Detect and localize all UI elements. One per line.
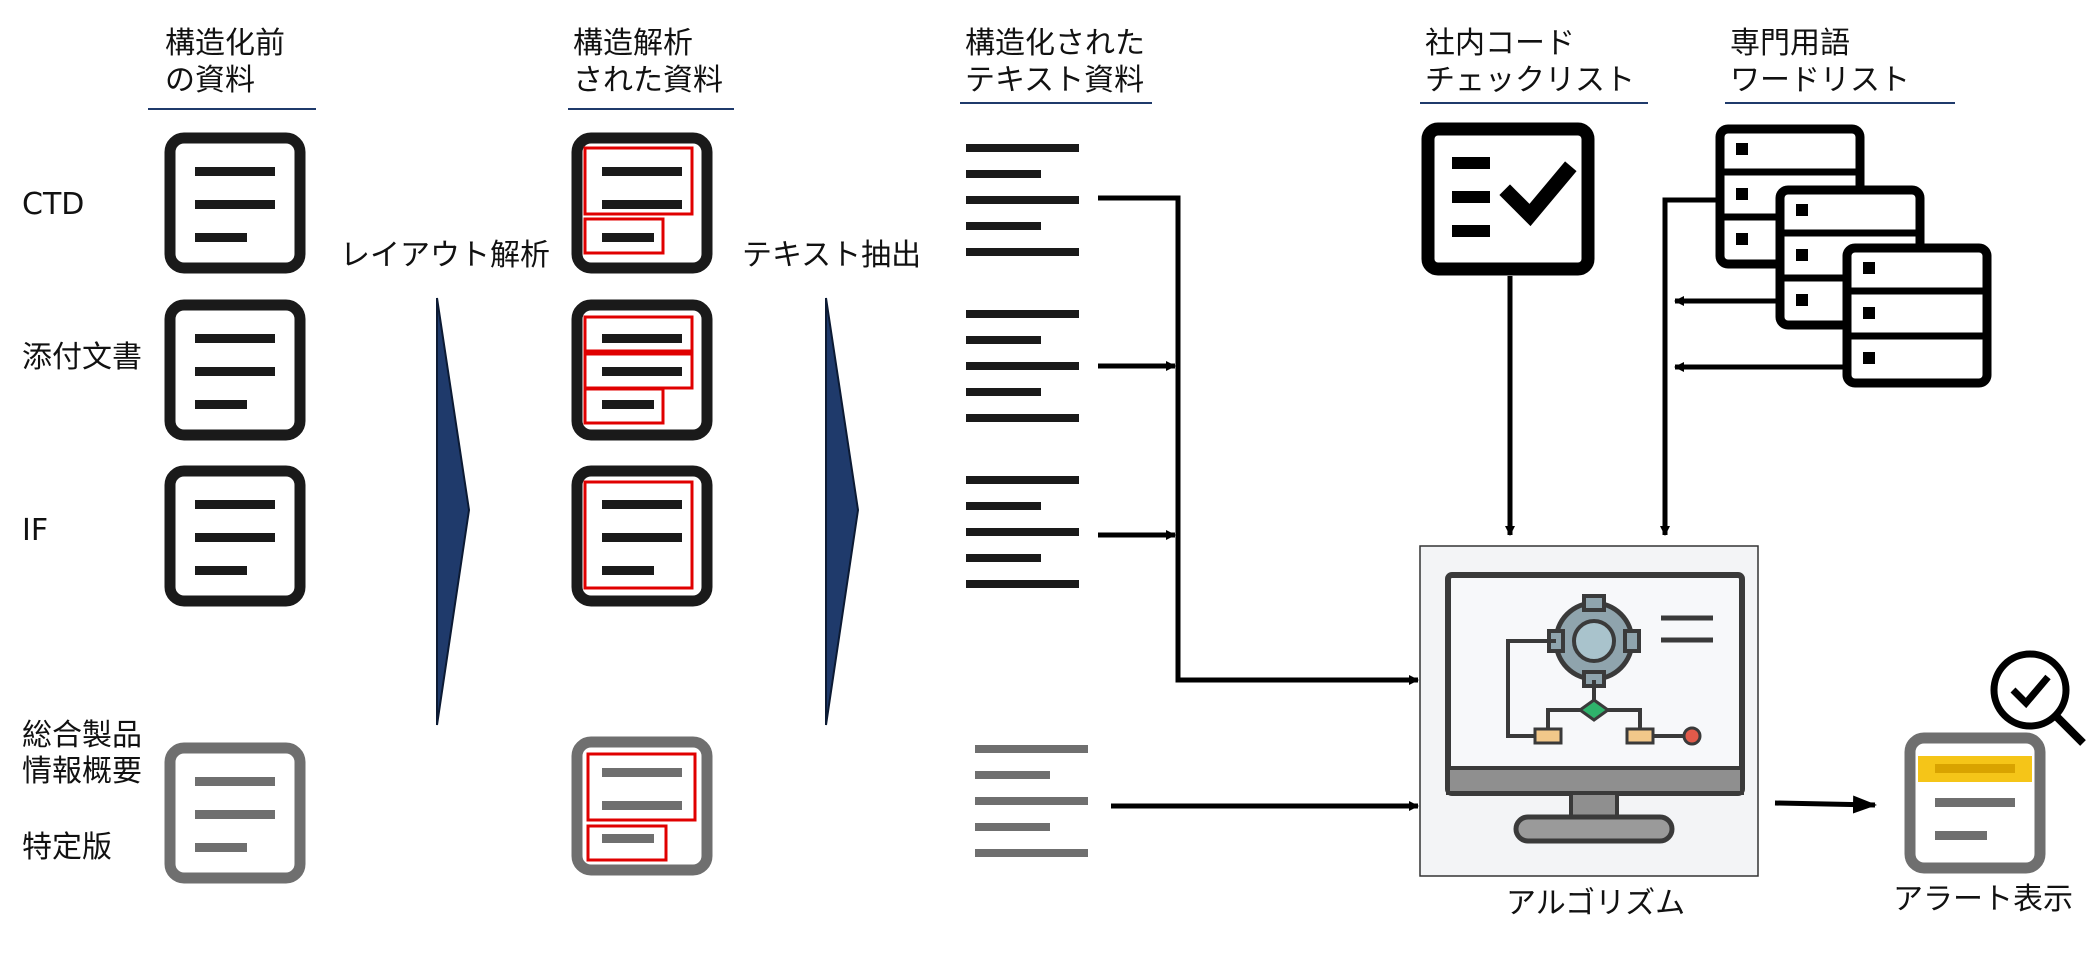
alert-label: アラート表示 bbox=[1893, 882, 2073, 917]
wordlist-stack-icon bbox=[1715, 124, 1992, 388]
step-arrow-layout bbox=[436, 297, 471, 726]
header-underline bbox=[1725, 102, 1955, 104]
text-lines-if bbox=[966, 476, 1079, 588]
row-label-special: 特定版 bbox=[22, 830, 112, 865]
analyzed-doc-summary bbox=[571, 736, 713, 876]
document-icon-if bbox=[164, 465, 306, 607]
analyzed-doc-ctd bbox=[571, 132, 713, 274]
header-structured-text: 構造化された テキスト資料 bbox=[965, 26, 1145, 98]
text-to-algorithm-connectors bbox=[1098, 195, 1419, 811]
header-code-checklist: 社内コード チェックリスト bbox=[1425, 26, 1635, 98]
header-underline bbox=[1420, 102, 1648, 104]
text-lines-attached bbox=[966, 310, 1079, 422]
algorithm-to-alert-arrow bbox=[1774, 795, 1877, 814]
wordlist-to-algorithm-arrows bbox=[1660, 197, 1847, 536]
row-label-if: IF bbox=[22, 513, 49, 548]
algorithm-monitor-icon bbox=[1419, 545, 1759, 877]
header-term-wordlist: 専門用語 ワードリスト bbox=[1730, 26, 1910, 98]
document-icon-summary bbox=[164, 742, 306, 884]
analyzed-doc-attached bbox=[571, 299, 713, 441]
text-lines-summary bbox=[975, 745, 1088, 857]
row-label-attached: 添付文書 bbox=[22, 340, 142, 375]
header-underline bbox=[148, 108, 316, 110]
header-structure-analyzed: 構造解析 された資料 bbox=[573, 26, 723, 98]
row-label-ctd: CTD bbox=[22, 187, 85, 222]
checklist-icon bbox=[1421, 122, 1595, 276]
header-underline bbox=[568, 108, 734, 110]
magnifier-check-icon bbox=[1990, 650, 2086, 746]
header-before-structuring: 構造化前 の資料 bbox=[165, 26, 285, 98]
alert-document-icon bbox=[1904, 732, 2046, 874]
step-layout-analysis: レイアウト解析 bbox=[340, 238, 550, 273]
document-icon-attached bbox=[164, 299, 306, 441]
step-text-extraction: テキスト抽出 bbox=[742, 238, 922, 273]
step-arrow-extract bbox=[825, 297, 860, 726]
algorithm-label: アルゴリズム bbox=[1506, 886, 1686, 921]
row-label-summary: 総合製品 情報概要 bbox=[22, 718, 142, 789]
header-underline bbox=[960, 102, 1152, 104]
document-icon-ctd bbox=[164, 132, 306, 274]
text-lines-ctd bbox=[966, 144, 1079, 256]
analyzed-doc-if bbox=[571, 465, 713, 607]
